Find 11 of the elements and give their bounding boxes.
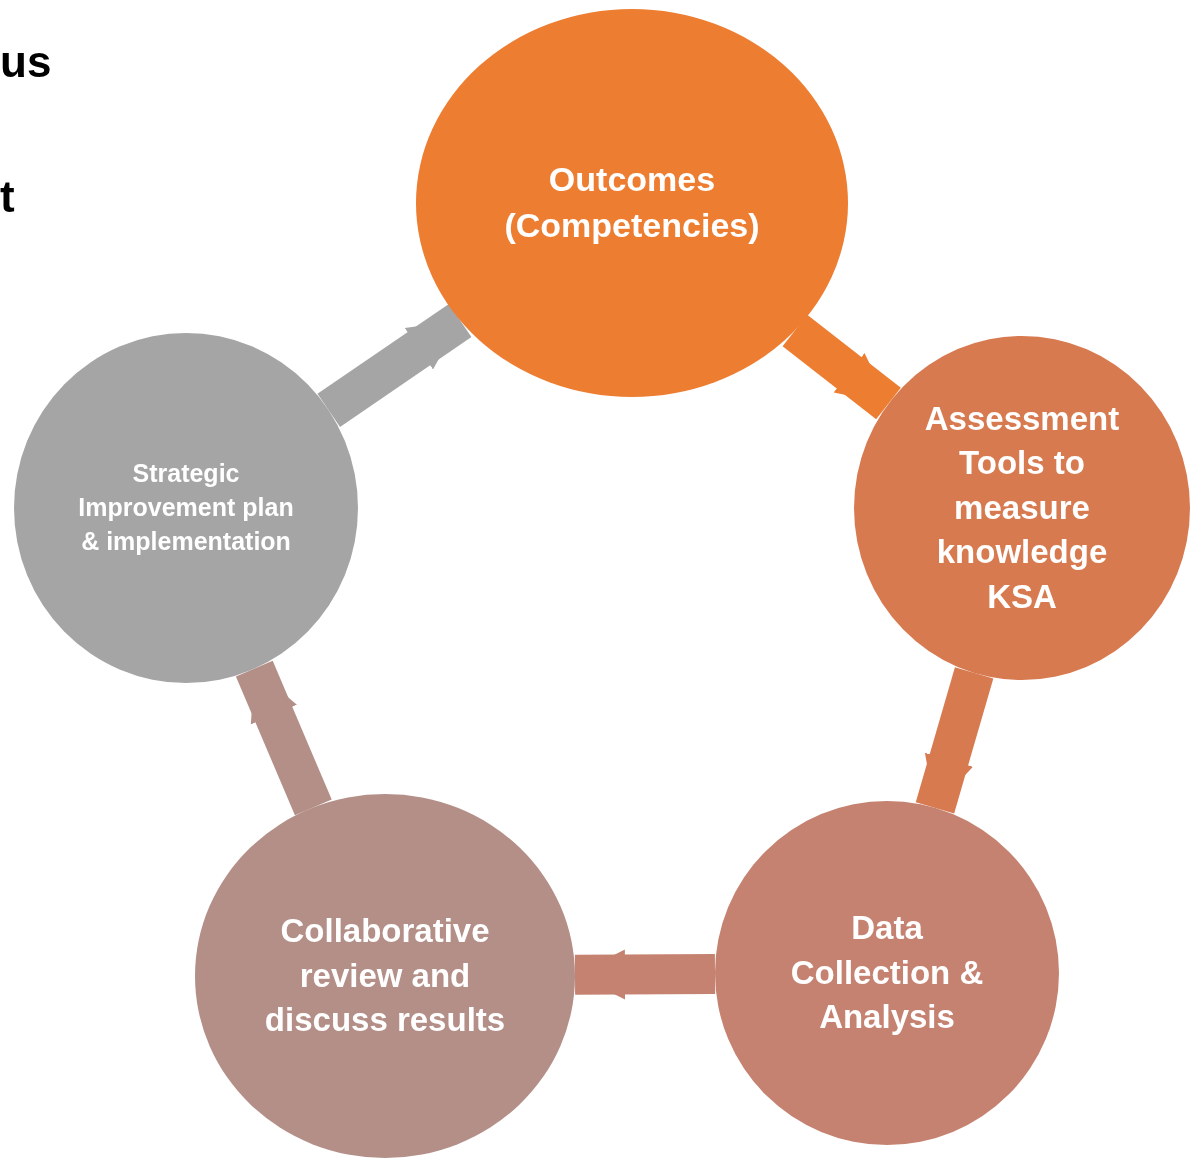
block-arrow <box>235 660 332 816</box>
block-arrow <box>574 949 716 1000</box>
step-label: Collaborative review and discuss results <box>263 911 507 1041</box>
heading-fragment: t <box>0 175 15 219</box>
step-label: Strategic Improvement plan & implementation <box>77 458 295 557</box>
block-arrow <box>915 667 994 814</box>
block-arrow <box>782 314 901 420</box>
step-label: Outcomes (Competencies) <box>503 159 761 246</box>
step-label: Assessment Tools to measure knowledge KSA <box>923 398 1121 617</box>
heading-fragment: us <box>0 40 52 84</box>
step-label: Data Collection & Analysis <box>789 908 985 1038</box>
